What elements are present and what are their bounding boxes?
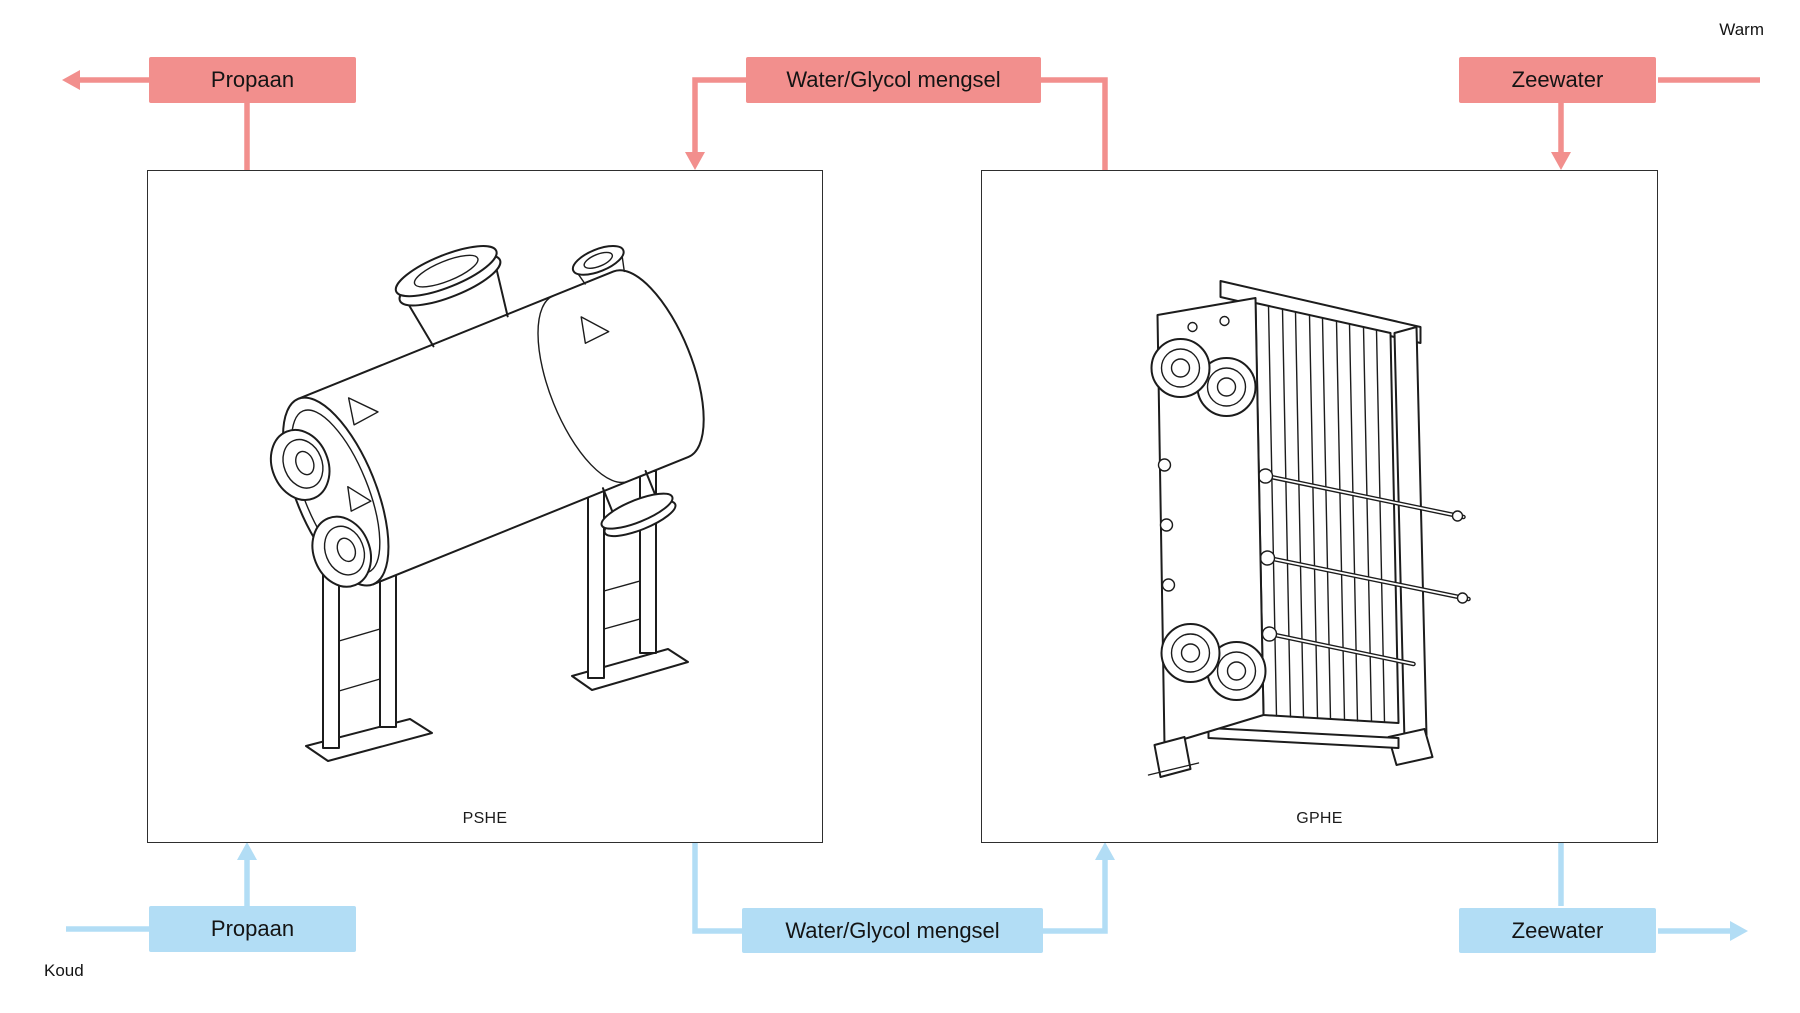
flow-label-propaan-warm: Propaan — [210, 67, 295, 92]
pshe-illustration — [269, 245, 705, 762]
waterglycol-warm-from-gphe-pipe — [1041, 77, 1108, 170]
pshe-label: PSHE — [462, 810, 508, 827]
zeewater-cold-arrow-icon — [1730, 921, 1748, 941]
flow-label-waterglycol-warm: Water/Glycol mengsel — [786, 67, 1001, 92]
pshe-face-nozzle-lower — [311, 515, 372, 588]
gphe-box: GPHE — [981, 170, 1658, 843]
pshe-box: PSHE — [147, 170, 823, 843]
warm-side-label: Warm — [1719, 20, 1764, 39]
waterglycol-cold-from-pshe-pipe — [692, 843, 742, 934]
zeewater-warm-arrow-icon — [1551, 152, 1571, 170]
flow-label-zeewater-cold: Zeewater — [1511, 917, 1604, 943]
pshe-top-nozzle — [394, 245, 509, 348]
flow-box-waterglycol-warm: Water/Glycol mengsel — [746, 57, 1041, 103]
gphe-guide-bar — [1207, 727, 1400, 749]
koud-side-label: Koud — [44, 961, 84, 980]
flow-label-waterglycol-cold: Water/Glycol mengsel — [785, 917, 1000, 943]
waterglycol-cold-to-gphe-pipe — [1043, 860, 1108, 934]
gphe-nozzle-bottom-left — [1160, 623, 1221, 683]
flow-box-propaan-warm: Propaan — [149, 57, 356, 103]
propaan-cold-arrow-icon — [237, 842, 257, 860]
pshe-rear-nozzle — [571, 245, 625, 285]
gphe-rear-column — [1393, 326, 1428, 742]
flow-label-propaan-cold: Propaan — [210, 916, 295, 941]
pshe-shell — [269, 245, 705, 588]
gphe-tie-rods — [1257, 468, 1471, 667]
gphe-plate-bolts — [1157, 315, 1230, 592]
waterglycol-warm-arrow-icon — [685, 152, 705, 170]
pshe-face-nozzle-upper — [269, 428, 331, 501]
gphe-carrying-bar — [1219, 280, 1422, 344]
waterglycol-cold-arrow-icon — [1095, 842, 1115, 860]
gphe-plates — [1267, 305, 1386, 723]
waterglycol-warm-to-pshe-pipe — [692, 77, 746, 152]
flow-box-propaan-cold: Propaan — [149, 906, 356, 952]
flow-label-zeewater-warm: Zeewater — [1511, 67, 1604, 92]
gphe-label: GPHE — [1296, 810, 1343, 827]
flow-box-zeewater-warm: Zeewater — [1459, 57, 1656, 103]
gphe-illustration — [1147, 280, 1471, 778]
gphe-front-foot — [1153, 736, 1192, 778]
flow-box-waterglycol-cold: Water/Glycol mengsel — [742, 908, 1043, 953]
propaan-warm-arrow-icon — [62, 70, 80, 90]
gphe-nozzle-top-left — [1150, 338, 1211, 398]
pshe-shell-body — [297, 269, 705, 586]
pshe-bottom-nozzle — [600, 469, 677, 538]
flow-box-zeewater-cold: Zeewater — [1459, 908, 1656, 953]
